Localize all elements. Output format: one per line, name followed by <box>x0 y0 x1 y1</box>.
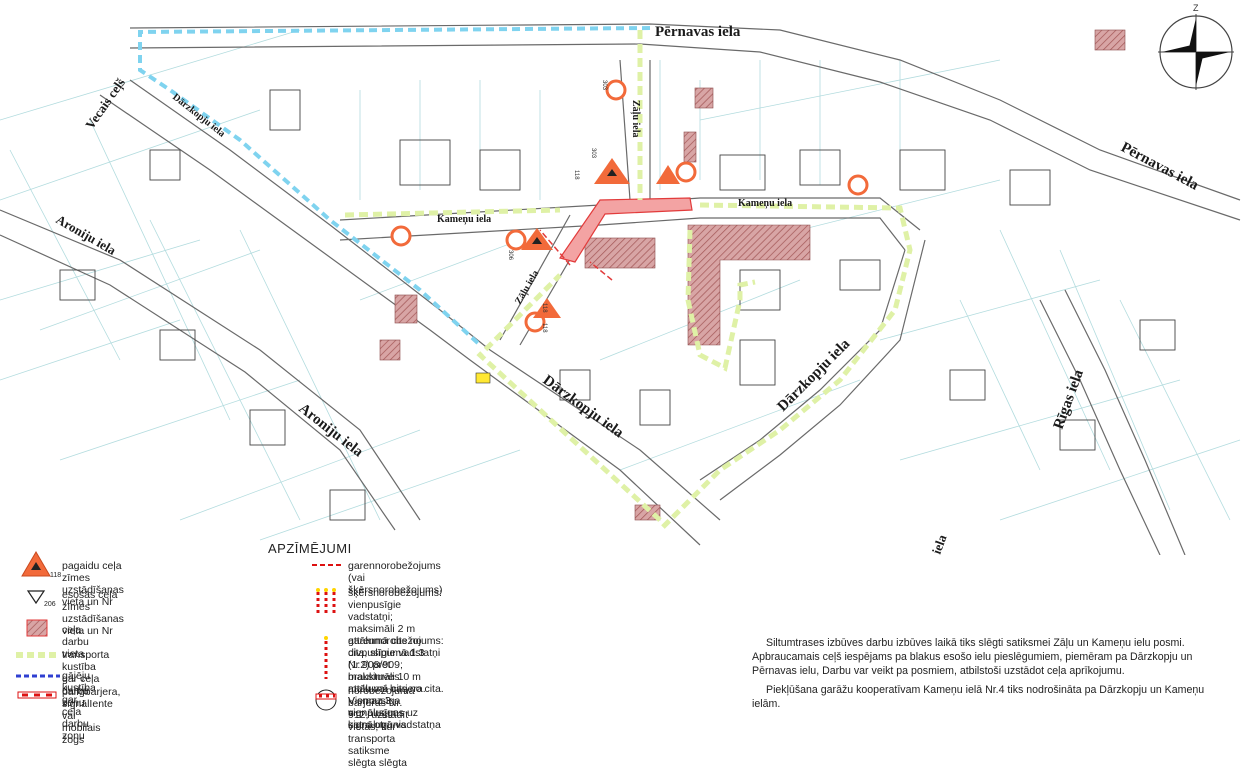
street-label-rigas: Rīgas iela <box>1051 367 1087 431</box>
street-label-zalu-upper: Zāļu iela <box>630 100 641 138</box>
legend-title: APZĪMĒJUMI <box>268 541 352 556</box>
road-network <box>0 23 1241 555</box>
legend-sign-number: 206 <box>44 601 56 608</box>
legend-item-temp-sign: 118 pagaidu ceļa zīmes uzstādīšanas viet… <box>14 548 124 608</box>
street-label-darzkopju-upper: Dārzkopju iela <box>170 92 227 140</box>
traffic-route <box>344 30 913 532</box>
hatched-area-icon <box>14 617 62 647</box>
sign-number: 303 <box>590 148 596 159</box>
legend-label: palīgbarjera, signālIente vai mobilais ž… <box>62 686 121 746</box>
sign-number-tags: 118 303 303 306 118 118 <box>507 80 607 333</box>
legend-label: ceļa darbu vieta <box>62 624 89 660</box>
sign-number: 118 <box>573 170 579 180</box>
site-plan-map: 118 303 303 306 118 118 Pērnavas iela Pē… <box>0 3 1241 555</box>
legend-label: šķērsnorobežojums: vienpusīgie vadstatņi… <box>348 587 442 731</box>
two-sided-posts-icon <box>300 633 348 681</box>
blue-dash-icon <box>14 666 62 696</box>
street-labels: Pērnavas iela Pērnavas iela Vecais ceļš … <box>54 24 1202 555</box>
street-label-pernavas-top: Pērnavas iela <box>655 24 741 40</box>
one-sided-posts-icon <box>300 586 348 616</box>
legend-label: garennorobežojums (vai šķērsnorobežojums… <box>348 560 443 596</box>
legend-item-two-sided-posts: garennorobežojums: divpusīgie vadstatņi … <box>300 633 444 731</box>
temporary-signs <box>390 79 869 333</box>
street-label-kamenu-left: Kameņu iela <box>437 214 491 225</box>
legend-item-barrier: palīgbarjera, signālIente vai mobilais ž… <box>14 686 120 746</box>
legend-item-barrier-912: norobežojuma barjeras Nr. 912, uzstādīt … <box>300 684 415 769</box>
pedestrian-route <box>138 26 651 347</box>
street-label-kamenu-right: Kameņu iela <box>738 198 792 209</box>
legend-label: esošās ceļa zīmes uzstādīšanas vieta un … <box>62 589 124 637</box>
legend-label: garennorobežojums: divpusīgie vadstatņi … <box>348 635 444 731</box>
street-label-bottom-fragment: iela <box>929 532 950 555</box>
barrier-912-icon <box>300 684 348 714</box>
compass-letter: Z <box>1193 3 1199 13</box>
sign-number: 118 <box>541 303 547 313</box>
street-label-vecais-cels: Vecais ceļš <box>82 75 129 132</box>
sign-number: 118 <box>541 323 547 333</box>
hatched-buildings <box>379 29 1126 521</box>
note-paragraph: Siltumtrases izbūves darbu izbūves laikā… <box>752 637 1193 677</box>
orange-triangle-icon: 118 <box>14 548 62 579</box>
sign-number: 306 <box>507 250 513 261</box>
notes: Siltumtrases izbūves darbu izbūves laikā… <box>752 636 1232 716</box>
legend-item-existing-sign: 206 esošās ceļa zīmes uzstādīšanas vieta… <box>14 585 124 637</box>
legend-item-traffic-route: transporta kustība gar ceļa darbu zonu <box>14 645 109 709</box>
road-works-area <box>539 197 693 281</box>
street-label-darzkopju-lower: Dārzkopju iela <box>540 372 627 441</box>
street-label-aronu-lower: Aroniju iela <box>296 401 367 461</box>
legend-item-longitudinal-barrier: garennorobežojums (vai šķērsnorobežojums… <box>300 557 443 596</box>
cadastral-grid <box>0 29 1241 541</box>
legend-sign-number: 118 <box>50 572 62 579</box>
red-dash-line-icon <box>300 557 348 587</box>
legend-item-works-area: ceļa darbu vieta <box>14 617 89 660</box>
street-label-pernavas-right: Pērnavas iela <box>1118 139 1201 193</box>
legend-item-cross-barrier: šķērsnorobežojums: vienpusīgie vadstatņi… <box>300 586 442 731</box>
note-paragraph: Piekļūšana garāžu kooperatīvam Kameņu ie… <box>752 684 1205 710</box>
sign-number: 303 <box>601 80 607 91</box>
existing-sign-triangle-icon: 206 <box>14 585 62 615</box>
legend-label: norobežojuma barjeras Nr. 912, uzstādīt … <box>348 685 415 769</box>
temporary-warning-triangles <box>521 158 680 318</box>
north-compass: Z <box>1158 3 1234 90</box>
legend-label: pagaidu ceļa zīmes uzstādīšanas vieta un… <box>62 560 124 608</box>
yellow-marker <box>475 372 491 384</box>
barrier-tape-icon <box>14 686 62 716</box>
legend-label: transporta kustība gar ceļa darbu zonu <box>62 649 110 709</box>
green-dash-icon <box>14 645 62 675</box>
buildings <box>59 89 1176 521</box>
